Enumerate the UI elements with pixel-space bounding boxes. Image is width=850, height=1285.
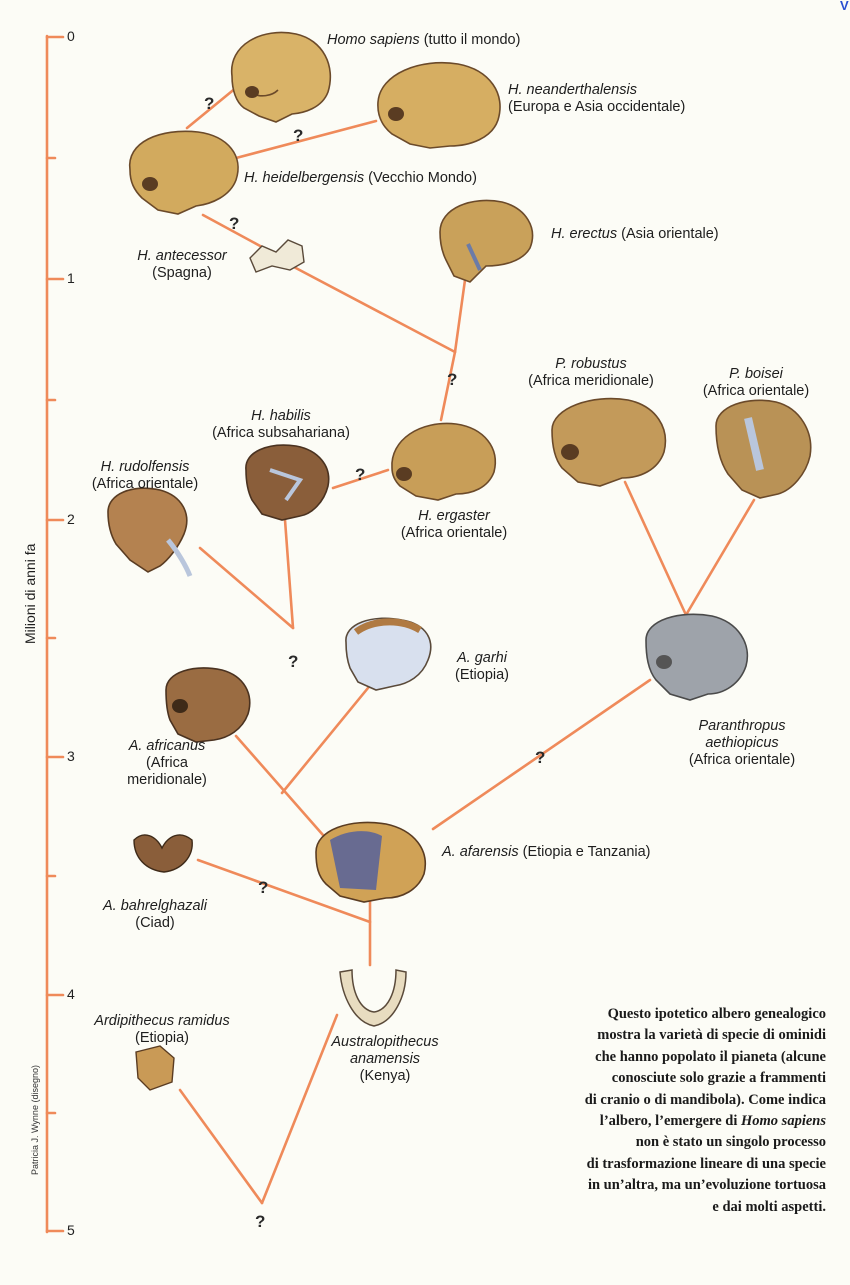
jaw-a-anamensis bbox=[340, 970, 406, 1026]
label-p-aethiopicus: Paranthropusaethiopicus(Africa orientale… bbox=[662, 718, 822, 769]
branch-antecessor-fork bbox=[292, 266, 455, 352]
label-h-rudolfensis: H. rudolfensis(Africa orientale) bbox=[70, 459, 220, 493]
label-a-garhi: A. garhi(Etiopia) bbox=[442, 650, 522, 684]
tick-label-0: 0 bbox=[67, 28, 75, 44]
uncertain-link-8: ? bbox=[258, 878, 268, 898]
tick-label-4: 4 bbox=[67, 986, 75, 1002]
skull-p-aethiopicus bbox=[646, 614, 747, 700]
caption-text: Questo ipotetico albero genealogico most… bbox=[490, 1004, 826, 1218]
skull-h-neanderthalensis bbox=[378, 63, 500, 148]
label-h-neanderthalensis: H. neanderthalensis(Europa e Asia occide… bbox=[508, 82, 685, 116]
skull-a-garhi bbox=[346, 618, 431, 690]
skull-a-afarensis bbox=[316, 822, 425, 902]
label-h-habilis: H. habilis(Africa subsahariana) bbox=[183, 408, 379, 442]
skull-a-africanus bbox=[166, 668, 250, 742]
skull-h-ergaster bbox=[392, 423, 495, 500]
skull-homo-sapiens bbox=[232, 32, 331, 122]
uncertain-link-5: ? bbox=[355, 465, 365, 485]
label-h-erectus: H. erectus (Asia orientale) bbox=[551, 226, 719, 243]
illustration-credit: Patricia J. Wynne (disegno) bbox=[30, 1065, 40, 1175]
branch-boisei-down bbox=[686, 500, 754, 615]
skull-h-rudolfensis bbox=[108, 488, 190, 576]
uncertain-link-6: ? bbox=[288, 652, 298, 672]
uncertain-link-1: ? bbox=[204, 94, 214, 114]
jaw-a-bahrelghazali bbox=[134, 835, 192, 872]
skull-p-boisei bbox=[716, 400, 811, 498]
tooth-ardipithecus bbox=[136, 1046, 174, 1090]
branch-erectus-fork bbox=[455, 280, 465, 352]
skull-h-erectus bbox=[440, 200, 532, 282]
uncertain-link-9: ? bbox=[255, 1212, 265, 1232]
label-a-anamensis: Australopithecusanamensis(Kenya) bbox=[318, 1034, 452, 1085]
label-a-afarensis: A. afarensis (Etiopia e Tanzania) bbox=[442, 844, 651, 861]
label-a-bahrelghazali: A. bahrelghazali(Ciad) bbox=[80, 898, 230, 932]
tick-label-5: 5 bbox=[67, 1222, 75, 1238]
label-p-robustus: P. robustus(Africa meridionale) bbox=[503, 356, 679, 390]
label-h-antecessor: H. antecessor(Spagna) bbox=[117, 248, 247, 282]
uncertain-link-2: ? bbox=[293, 126, 303, 146]
label-h-heidelbergensis: H. heidelbergensis (Vecchio Mondo) bbox=[244, 170, 477, 187]
tick-label-2: 2 bbox=[67, 511, 75, 527]
label-ardipithecus-ramidus: Ardipithecus ramidus(Etiopia) bbox=[82, 1013, 242, 1047]
skull-h-heidelbergensis bbox=[130, 131, 238, 214]
skull-p-robustus bbox=[552, 399, 665, 486]
tick-label-3: 3 bbox=[67, 748, 75, 764]
label-p-boisei: P. boisei(Africa orientale) bbox=[681, 366, 831, 400]
corner-mark: V bbox=[840, 0, 850, 12]
label-a-africanus: A. africanus(Africameridionale) bbox=[102, 738, 232, 789]
tick-label-1: 1 bbox=[67, 270, 75, 286]
label-homo-sapiens: Homo sapiens (tutto il mondo) bbox=[327, 32, 520, 49]
branch-rudolfensis-down bbox=[200, 548, 293, 628]
branch-ardipithecus-root bbox=[180, 1090, 262, 1203]
uncertain-link-4: ? bbox=[447, 370, 457, 390]
branch-neanderthal-heidelbergensis bbox=[236, 121, 376, 158]
branch-habilis-down bbox=[285, 520, 293, 628]
uncertain-link-7: ? bbox=[535, 748, 545, 768]
branch-robustus-down bbox=[625, 482, 686, 615]
axis-title: Milioni di anni fa bbox=[22, 484, 42, 644]
skull-h-habilis bbox=[246, 445, 329, 520]
uncertain-link-3: ? bbox=[229, 214, 239, 234]
label-h-ergaster: H. ergaster(Africa orientale) bbox=[379, 508, 529, 542]
